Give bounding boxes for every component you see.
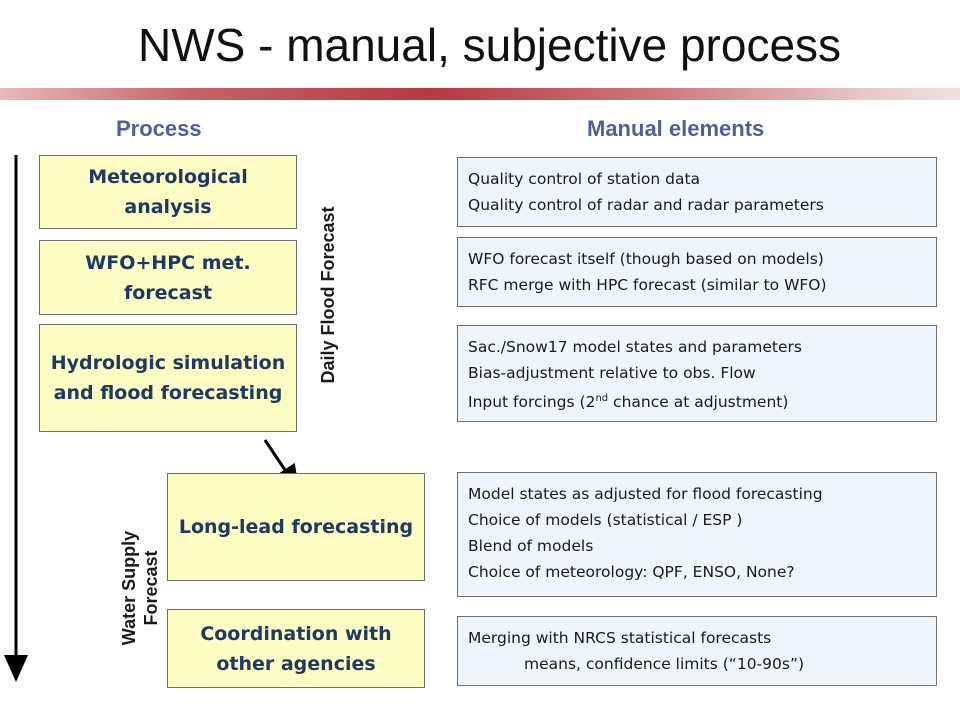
water-supply-label-line2: Forecast [141,550,161,626]
process-heading: Process [116,116,202,141]
manual-elements-box-5: Merging with NRCS statistical forecasts … [457,616,937,686]
slide-title: NWS - manual, subjective process [138,19,842,71]
water-supply-forecast-label: Water Supply Forecast [118,518,162,658]
manual-elements-box-4: Model states as adjusted for flood forec… [457,472,937,597]
process-step-long-lead-forecasting: Long-lead forecasting [167,473,425,581]
manual-element-line: Quality control of station data [468,170,701,188]
manual-element-line: Quality control of radar and radar param… [468,196,824,214]
manual-element-line: means, confidence limits (“10-90s”) [524,655,805,673]
manual-elements-heading: Manual elements [587,116,765,141]
manual-elements-box-1: Quality control of station data Quality … [457,157,937,227]
manual-element-line: Blend of models [468,537,594,555]
manual-element-line: Merging with NRCS statistical forecasts [468,629,772,647]
manual-element-line: Input forcings (2nd chance at adjustment… [468,386,926,415]
process-step-hydrologic-simulation: Hydrologic simulation and flood forecast… [39,324,297,432]
manual-element-line: Bias-adjustment relative to obs. Flow [468,364,756,382]
manual-element-line: WFO forecast itself (though based on mod… [468,250,824,268]
process-step-coordination: Coordination with other agencies [167,609,425,688]
process-step-meteorological-analysis: Meteorological analysis [39,155,297,229]
daily-flood-forecast-label: Daily Flood Forecast [318,206,338,384]
water-supply-label-line1: Water Supply [119,530,139,646]
title-banner [0,88,960,100]
manual-element-line: RFC merge with HPC forecast (similar to … [468,276,827,294]
manual-element-line: Choice of meteorology: QPF, ENSO, None? [468,563,795,581]
line-part: Input forcings (2 [468,393,596,412]
line-part: chance at adjustment) [608,393,789,412]
manual-element-line: Sac./Snow17 model states and parameters [468,338,802,356]
manual-elements-box-2: WFO forecast itself (though based on mod… [457,237,937,307]
manual-element-line: Choice of models (statistical / ESP ) [468,511,743,529]
manual-elements-box-3: Sac./Snow17 model states and parameters … [457,325,937,422]
manual-element-line: Model states as adjusted for flood forec… [468,485,823,503]
process-step-met-forecast: WFO+HPC met. forecast [39,240,297,315]
ordinal-superscript: nd [595,393,609,404]
